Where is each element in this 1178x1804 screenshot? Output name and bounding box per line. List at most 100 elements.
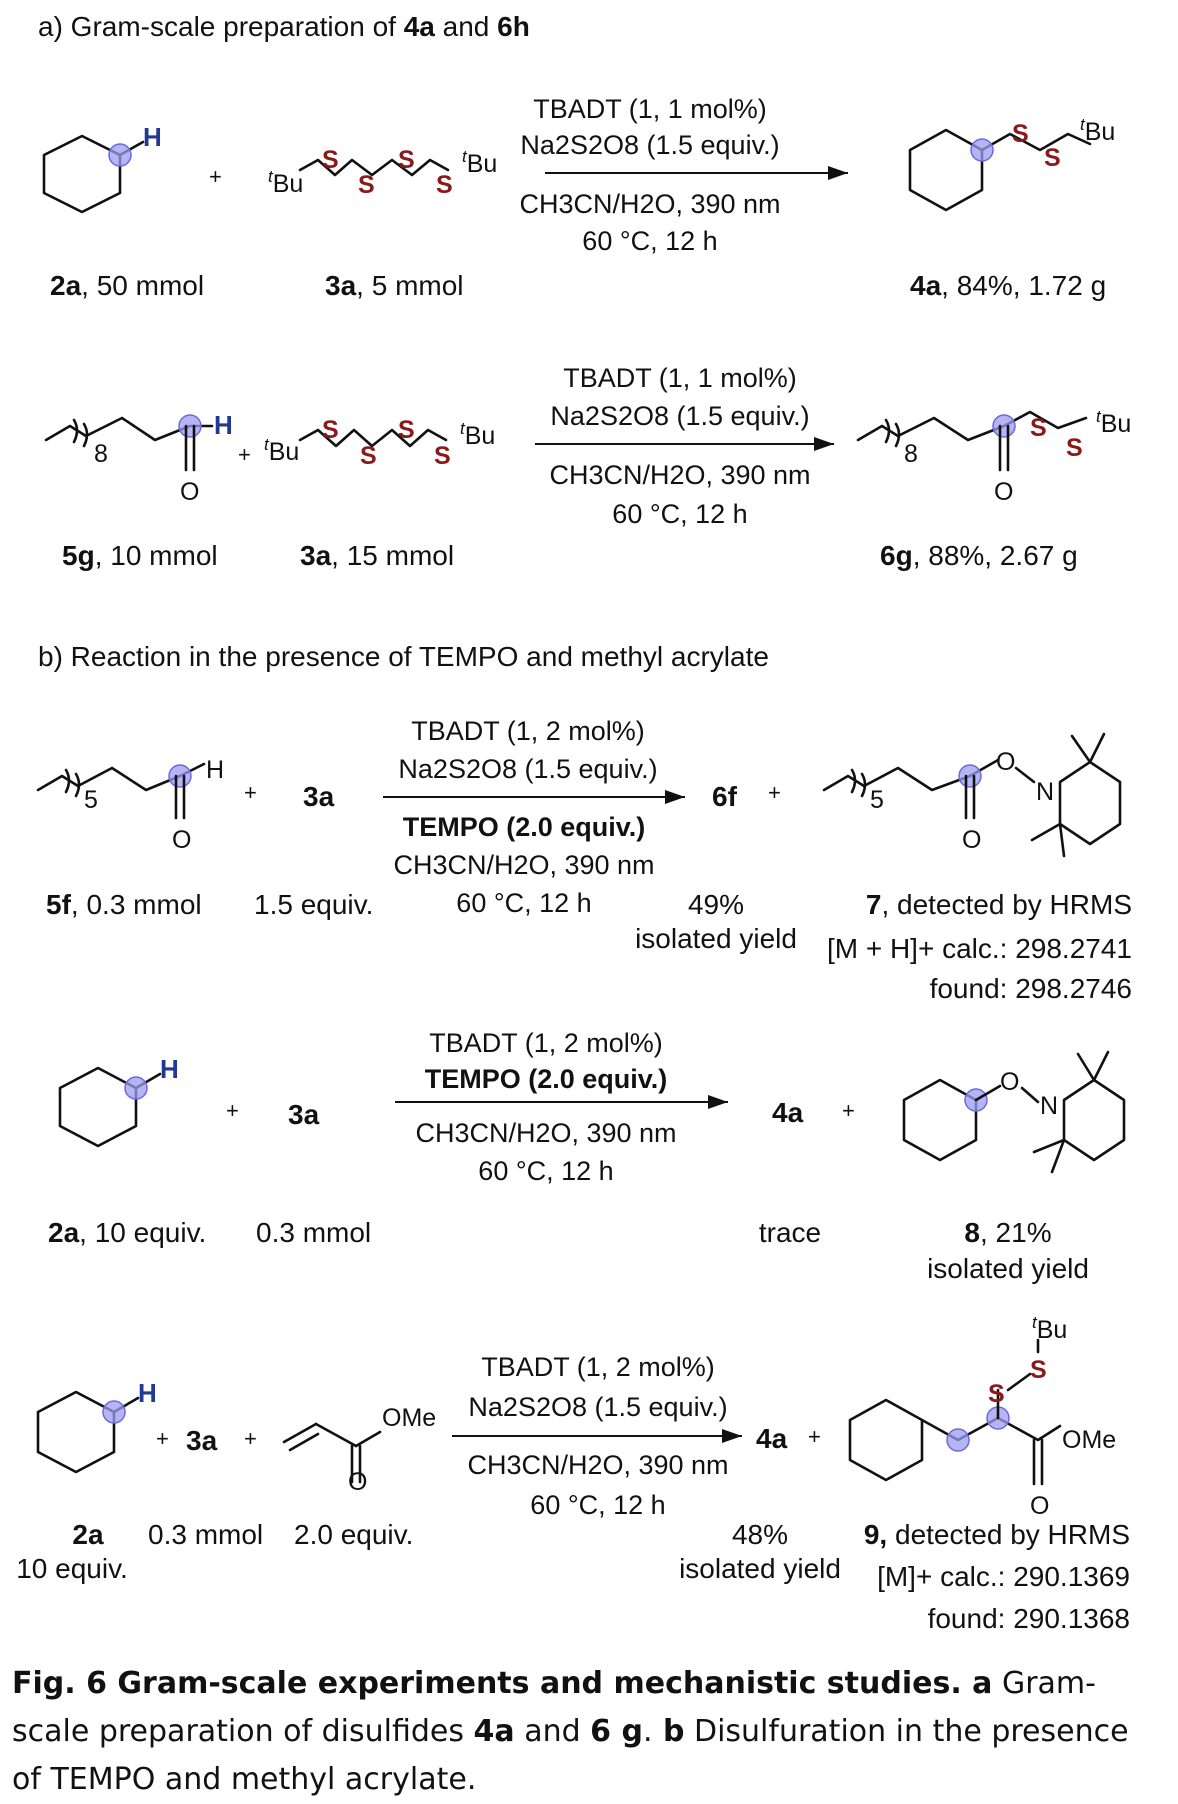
rxn5-reactant1-label: 2a — [72, 1519, 104, 1550]
plus-sign: + — [156, 1426, 169, 1451]
rxn2-reactant-tetrasulfide: tBu S S S S tBu — [264, 416, 495, 470]
rxn5-reagent-3a: 3a — [186, 1425, 218, 1456]
atom-h: H — [143, 122, 162, 152]
svg-text:TEMPO (2.0 equiv.): TEMPO (2.0 equiv.) — [403, 812, 646, 842]
atom-s: S — [322, 416, 339, 444]
subscript-5: 5 — [84, 786, 98, 814]
rxn5-reactant-cyclohexane: H — [36, 1378, 157, 1474]
atom-o: O — [994, 478, 1013, 506]
tbu: tBu — [1032, 1313, 1067, 1344]
atom-s: S — [398, 416, 415, 444]
rxn4-reactant2-amount: 0.3 mmol — [256, 1217, 371, 1248]
rxn5-conditions: TBADT (1, 2 mol%) Na2S2O8 (1.5 equiv.) C… — [452, 1352, 742, 1520]
atom-h: H — [206, 756, 224, 784]
rxn5-reactant3-amount: 2.0 equiv. — [294, 1519, 413, 1550]
tbu-left: tBu — [264, 435, 299, 466]
svg-text:TBADT (1, 2 mol%): TBADT (1, 2 mol%) — [429, 1028, 663, 1058]
rxn3-reagent-3a: 3a — [303, 781, 335, 812]
rxn5-product-4a: 4a — [756, 1423, 788, 1454]
atom-h: H — [214, 410, 233, 440]
atom-n: N — [1040, 1092, 1058, 1120]
rxn3-hrms-found: found: 298.2746 — [930, 973, 1132, 1004]
rxn1-product-label: 4a, 84%, 1.72 g — [910, 270, 1106, 301]
atom-h: H — [138, 1378, 157, 1408]
tbu-left: tBu — [268, 167, 303, 198]
atom-o: O — [962, 826, 981, 854]
rxn2-product-6g: 8 O S S tBu — [856, 407, 1131, 506]
rxn5-reactant-methyl-acrylate: O OMe — [282, 1404, 436, 1496]
rxn2-reactant1-label: 5g, 10 mmol — [62, 540, 218, 571]
atom-s: S — [1066, 434, 1083, 462]
rxn4-product-tempo-adduct: O N — [902, 1050, 1126, 1174]
svg-text:Na2S2O8 (1.5 equiv.): Na2S2O8 (1.5 equiv.) — [520, 130, 779, 160]
rxn5-product1-yield: 48% — [732, 1519, 788, 1550]
atom-s: S — [988, 1380, 1005, 1408]
plus-sign: + — [226, 1098, 239, 1123]
plus-sign: + — [244, 1426, 257, 1451]
atom-o: O — [1000, 1068, 1019, 1096]
svg-text:CH3CN/H2O, 390 nm: CH3CN/H2O, 390 nm — [415, 1118, 676, 1148]
rxn4-conditions: TBADT (1, 2 mol%) TEMPO (2.0 equiv.) CH3… — [395, 1028, 728, 1186]
rxn4-product2-label: 8, 21% — [964, 1217, 1051, 1248]
rxn3-product1-yield: 49% — [688, 889, 744, 920]
svg-text:TBADT (1, 2 mol%): TBADT (1, 2 mol%) — [481, 1352, 715, 1382]
rxn2-reactant2-label: 3a, 15 mmol — [300, 540, 454, 571]
svg-text:60 °C, 12 h: 60 °C, 12 h — [478, 1156, 613, 1186]
svg-text:60 °C, 12 h: 60 °C, 12 h — [582, 226, 717, 256]
rxn4-reactant-cyclohexane: H — [58, 1054, 179, 1148]
atom-s: S — [322, 146, 339, 174]
svg-text:Na2S2O8 (1.5 equiv.): Na2S2O8 (1.5 equiv.) — [550, 401, 809, 431]
svg-text:TEMPO (2.0 equiv.): TEMPO (2.0 equiv.) — [425, 1064, 668, 1094]
subscript-8: 8 — [904, 440, 918, 468]
methoxy: OMe — [382, 1404, 436, 1432]
atom-o: O — [1030, 1492, 1049, 1520]
plus-sign: + — [808, 1424, 821, 1449]
svg-text:Na2S2O8 (1.5 equiv.): Na2S2O8 (1.5 equiv.) — [468, 1392, 727, 1422]
svg-text:Na2S2O8 (1.5 equiv.): Na2S2O8 (1.5 equiv.) — [398, 754, 657, 784]
atom-s: S — [1044, 144, 1061, 172]
rxn2-conditions: TBADT (1, 1 mol%) Na2S2O8 (1.5 equiv.) C… — [535, 363, 834, 529]
subscript-8: 8 — [94, 440, 108, 468]
rxn3-product1-yield-note: isolated yield — [635, 923, 797, 954]
reaction-scheme: a) Gram-scale preparation of 4a and 6h H… — [16, 11, 1132, 1634]
subscript-5: 5 — [870, 786, 884, 814]
svg-text:60 °C, 12 h: 60 °C, 12 h — [530, 1490, 665, 1520]
svg-text:60 °C, 12 h: 60 °C, 12 h — [612, 499, 747, 529]
rxn1-reactant2-label: 3a, 5 mmol — [325, 270, 464, 301]
tbu: tBu — [1096, 407, 1131, 438]
plus-sign: + — [768, 780, 781, 805]
svg-text:CH3CN/H2O, 390 nm: CH3CN/H2O, 390 nm — [549, 460, 810, 490]
rxn1-reactant-cyclohexane: H — [42, 122, 162, 214]
rxn4-reagent-3a: 3a — [288, 1099, 320, 1130]
atom-h: H — [160, 1054, 179, 1084]
atom-s: S — [398, 146, 415, 174]
rxn1-reactant-tetrasulfide: tBu S S S S tBu — [268, 146, 497, 199]
rxn4-product2-yield-note: isolated yield — [927, 1253, 1089, 1284]
svg-text:CH3CN/H2O, 390 nm: CH3CN/H2O, 390 nm — [519, 189, 780, 219]
svg-text:60 °C, 12 h: 60 °C, 12 h — [456, 888, 591, 918]
rxn5-product2-label: 9, detected by HRMS — [864, 1519, 1130, 1550]
caption-title: Fig. 6 Gram-scale experiments and mechan… — [12, 1666, 962, 1701]
atom-n: N — [1036, 778, 1054, 806]
svg-text:TBADT (1, 1 mol%): TBADT (1, 1 mol%) — [563, 363, 797, 393]
atom-o: O — [996, 748, 1015, 776]
section-b-title: b) Reaction in the presence of TEMPO and… — [38, 641, 769, 672]
rxn4-product-4a: 4a — [772, 1097, 804, 1128]
rxn1-conditions: TBADT (1, 1 mol%) Na2S2O8 (1.5 equiv.) C… — [519, 94, 848, 256]
plus-sign: + — [209, 164, 222, 189]
plus-sign: + — [842, 1098, 855, 1123]
rxn2-product-label: 6g, 88%, 2.67 g — [880, 540, 1078, 571]
atom-s: S — [1012, 120, 1029, 148]
rxn2-reactant-aldehyde: 8 O H — [44, 410, 233, 506]
plus-sign: + — [244, 780, 257, 805]
rxn4-reactant1-label: 2a, 10 equiv. — [48, 1217, 206, 1248]
rxn5-reactant2-amount: 0.3 mmol — [148, 1519, 263, 1550]
rxn5-product1-yield-note: isolated yield — [679, 1553, 841, 1584]
tbu-right: tBu — [460, 419, 495, 450]
figure-caption: Fig. 6 Gram-scale experiments and mechan… — [12, 1666, 1129, 1797]
atom-s: S — [1030, 414, 1047, 442]
atom-o: O — [172, 826, 191, 854]
plus-sign: + — [238, 442, 251, 467]
rxn5-product-9: S S tBu O OMe — [848, 1313, 1116, 1520]
rxn3-reactant-aldehyde: 5 O H — [36, 756, 224, 854]
